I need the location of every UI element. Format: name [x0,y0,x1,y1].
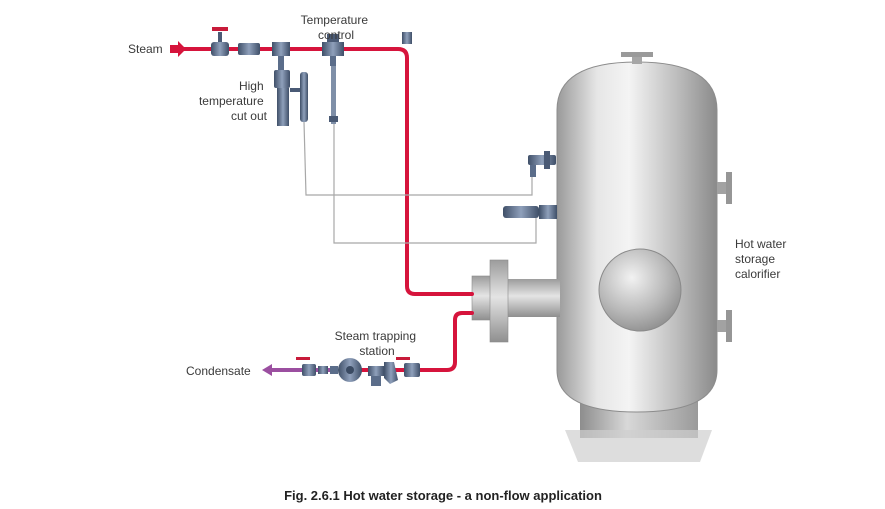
upper-right-outlet-flange [726,172,732,204]
steam-trapping-station [296,357,420,386]
temperature-control-valve [322,34,344,66]
condensate-riser-pipe [418,311,474,372]
coil-nozzle-flange [489,259,509,343]
top-nozzle-flange [621,52,653,57]
calorifier-vessel [556,52,732,462]
steam-main-pipe [182,47,474,296]
vessel-base-shadow [565,430,712,462]
temperature-control-actuator [329,66,338,124]
vessel-body [556,61,718,413]
calorifier-label-line2: storage [735,252,775,266]
steam-line-fittings [211,27,412,66]
upper-right-outlet [717,182,726,194]
temperature-control-label: Temperature control [301,13,372,42]
trap-connector [330,366,338,374]
coil-nozzle-body [471,275,493,321]
capillary-control [333,124,537,244]
high-temperature-cut-out-label: High temperature cut out [199,79,268,123]
calorifier-label-line3: calorifier [735,267,780,281]
condensate-label: Condensate [186,364,251,378]
cut-out-label-line2: temperature [199,94,264,108]
trap-strainer [384,362,398,384]
trap-outlet-valve [296,357,328,376]
condensate-arrow [262,364,272,376]
coil-nozzle-pipe [508,279,560,317]
strainer [238,43,260,55]
sensor-pockets [503,151,557,219]
trap-inlet-valve [396,357,420,377]
isolation-valve [211,27,229,56]
lower-right-outlet-flange [726,310,732,342]
figure-caption: Fig. 2.6.1 Hot water storage - a non-flo… [284,488,602,503]
capillary-lines [303,121,537,244]
tee-fitting [272,42,290,56]
cut-out-label-line1: High [239,79,264,93]
calorifier-label: Hot water storage calorifier [735,237,790,281]
cut-out-label-line3: cut out [231,109,268,123]
manhole [598,248,682,332]
top-nozzle [632,56,642,64]
steam-trap [338,358,362,382]
capillary-cut-out [303,121,533,196]
steam-label: Steam [128,42,163,56]
high-temperature-cut-out-device [274,56,308,126]
temperature-control-label-line1: Temperature [301,13,369,27]
sight-glass [368,366,384,386]
trapping-label-line1: Steam trapping [335,329,416,343]
steam-trapping-station-label: Steam trapping station [335,329,420,358]
trapping-label-line2: station [359,344,394,358]
steam-arrow [170,41,186,57]
air-vent [402,32,412,44]
calorifier-label-line1: Hot water [735,237,786,251]
lower-right-outlet [717,320,726,332]
temperature-control-label-line2: control [318,28,354,42]
coil-inlet-nozzle [471,259,560,343]
lower-sensor-pocket [503,205,557,219]
upper-sensor-pocket [528,151,556,177]
